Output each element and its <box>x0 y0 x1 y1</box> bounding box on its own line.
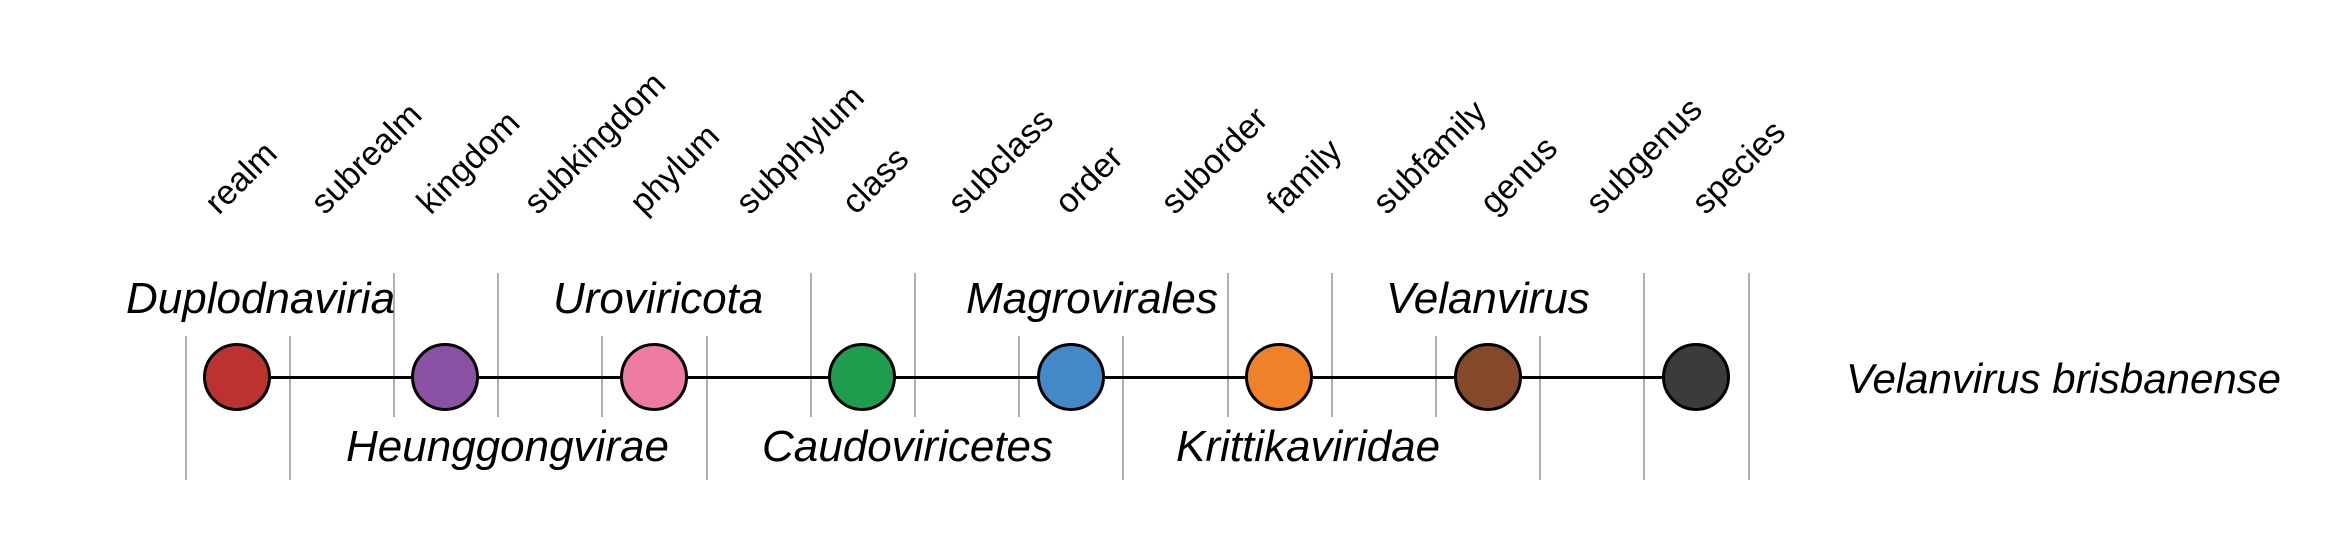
taxon-dot-genus <box>1453 343 1522 411</box>
taxon-dot-order <box>1036 343 1105 411</box>
taxon-dot-species <box>1661 343 1730 411</box>
taxon-label-realm: Duplodnaviria <box>126 274 396 323</box>
rank-axis-label-species: species <box>1684 113 1793 222</box>
taxon-label-genus: Velanvirus <box>1386 274 1590 323</box>
taxon-label-family: Krittikaviridae <box>1176 422 1441 471</box>
rank-boundary-tick <box>1748 273 1750 480</box>
rank-axis-label-order: order <box>1047 138 1131 222</box>
rank-boundary-tick <box>1331 273 1333 417</box>
taxon-dot-realm <box>203 343 271 411</box>
taxon-label-kingdom: Heunggongvirae <box>346 422 669 471</box>
rank-boundary-tick <box>185 336 187 480</box>
rank-axis-label-subrealm: subrealm <box>303 95 430 222</box>
rank-boundary-tick <box>1227 273 1229 417</box>
taxon-dot-kingdom <box>411 343 480 411</box>
rank-axis-label-subfamily: subfamily <box>1365 92 1495 222</box>
rank-axis-label-class: class <box>834 139 917 222</box>
rank-axis-label-phylum: phylum <box>622 117 727 222</box>
rank-boundary-tick <box>393 273 395 417</box>
rank-boundary-tick <box>289 336 291 480</box>
taxon-label-order: Magrovirales <box>966 274 1218 323</box>
rank-boundary-tick <box>1122 336 1124 480</box>
taxon-dot-family <box>1245 343 1314 411</box>
taxon-dot-class <box>828 343 897 411</box>
rank-axis-label-family: family <box>1259 131 1350 222</box>
rank-axis-label-genus: genus <box>1472 129 1565 222</box>
rank-boundary-tick <box>1539 336 1541 480</box>
rank-axis-label-subclass: subclass <box>941 101 1062 222</box>
taxon-dot-phylum <box>619 343 688 411</box>
species-name-label: Velanvirus brisbanense <box>1846 355 2282 402</box>
taxon-label-class: Caudoviricetes <box>762 422 1054 471</box>
taxon-label-phylum: Uroviricota <box>553 274 764 323</box>
rank-axis-label-suborder: suborder <box>1153 99 1276 222</box>
rank-axis-label-realm: realm <box>197 134 285 222</box>
rank-boundary-tick <box>706 336 708 480</box>
lineage-line <box>237 376 1696 379</box>
rank-axis-label-subgenus: subgenus <box>1578 90 1710 222</box>
rank-boundary-tick <box>810 273 812 417</box>
rank-boundary-tick <box>497 273 499 417</box>
rank-boundary-tick <box>914 273 916 417</box>
